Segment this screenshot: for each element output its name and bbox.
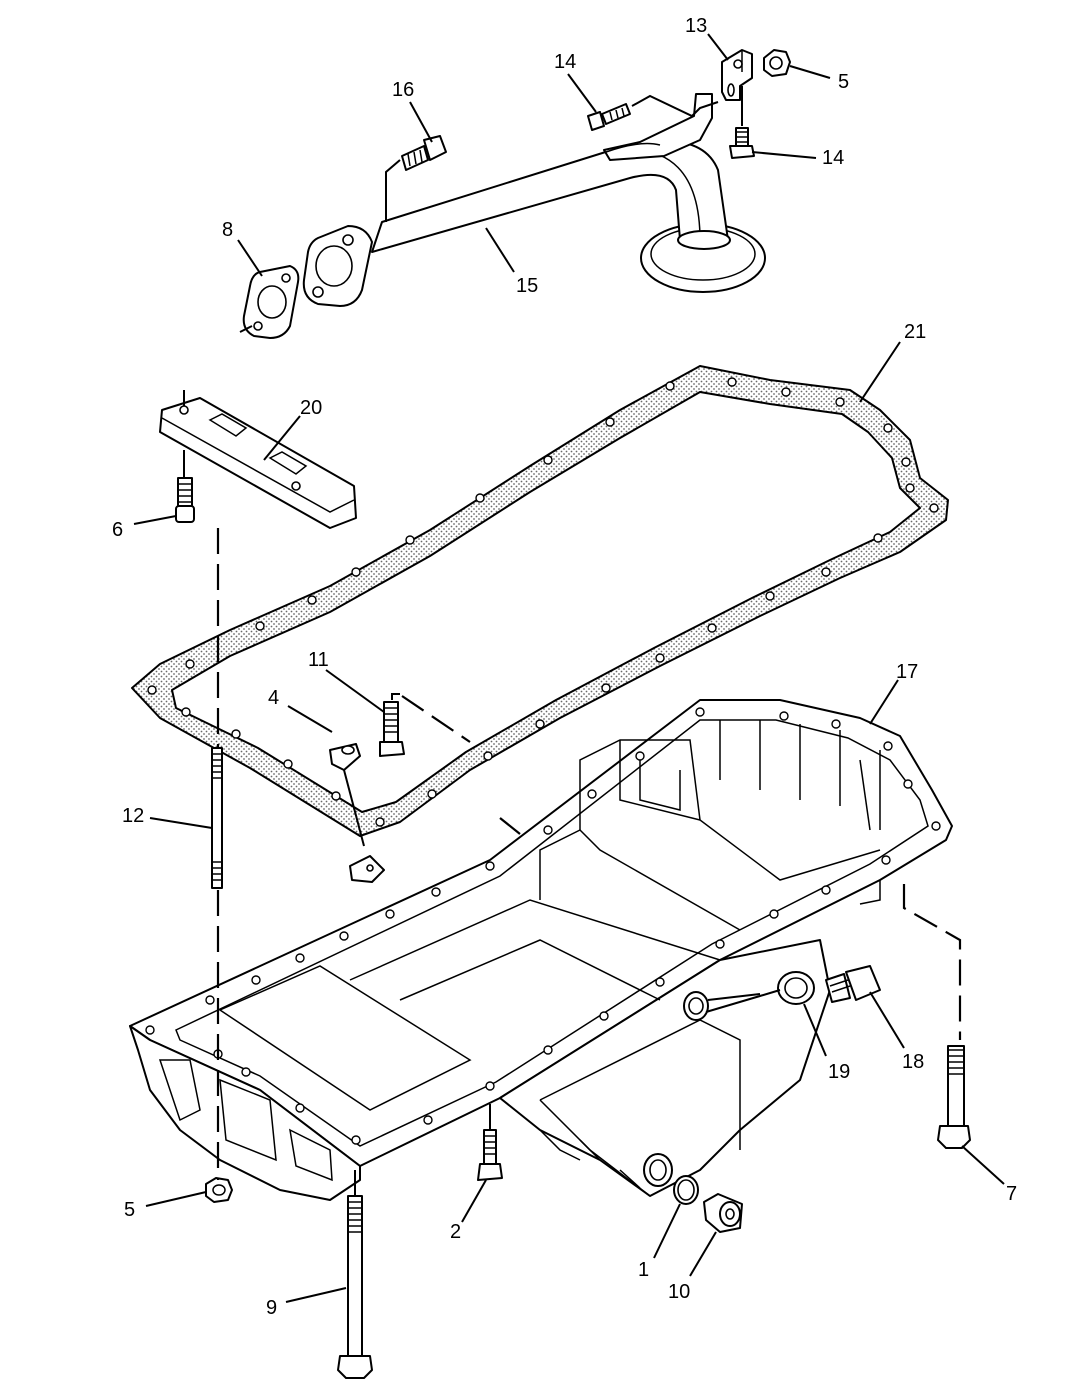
callout-5-lower: 5	[124, 1199, 135, 1221]
bolt-6	[175, 450, 195, 523]
callout-10: 10	[668, 1281, 690, 1303]
oil-pan-end-wall	[129, 1025, 361, 1201]
bolt-14-upper	[587, 94, 719, 131]
washer-19	[705, 971, 815, 1013]
flange-nut-top	[763, 49, 791, 77]
callout-labels: 13 14 5 16 14 8 15 21 20 6 11 17 4 12 19…	[112, 15, 1017, 1319]
callout-5-upper: 5	[838, 71, 849, 93]
tube-flange-gasket	[239, 265, 300, 339]
callout-12: 12	[122, 805, 144, 827]
bolt-2	[477, 1104, 503, 1181]
bolt-14-right	[729, 86, 755, 159]
stiffener-plate	[159, 390, 357, 529]
callout-17: 17	[896, 661, 918, 683]
callout-8: 8	[222, 219, 233, 241]
callout-4: 4	[268, 687, 279, 709]
mounting-bracket	[721, 49, 753, 101]
callout-9: 9	[266, 1297, 277, 1319]
callout-15: 15	[516, 275, 538, 297]
flange-nut-bottom	[205, 1177, 233, 1203]
suction-tube-assembly	[302, 93, 766, 307]
callout-16: 16	[392, 79, 414, 101]
callout-21: 21	[904, 321, 926, 343]
fitting-4	[329, 743, 385, 883]
callout-11: 11	[308, 649, 329, 671]
callout-20: 20	[300, 397, 322, 419]
bolt-7	[902, 884, 971, 1149]
tube-support-bracket	[603, 93, 713, 161]
oil-pan	[129, 699, 953, 1201]
callout-13: 13	[685, 15, 707, 37]
plug-18	[825, 965, 881, 1003]
callout-2: 2	[450, 1221, 461, 1243]
bolt-16	[385, 135, 447, 222]
bolt-9	[337, 1170, 373, 1379]
stud-12	[211, 747, 223, 889]
o-ring-1	[673, 1175, 699, 1205]
callout-14-upper: 14	[554, 51, 576, 73]
callout-1: 1	[638, 1259, 649, 1281]
callout-6: 6	[112, 519, 123, 541]
bolt-11	[379, 693, 521, 835]
callout-18: 18	[902, 1051, 924, 1073]
drain-plug-10	[703, 1193, 743, 1233]
callout-14-right: 14	[822, 147, 844, 169]
callout-7: 7	[1006, 1183, 1017, 1205]
callout-19: 19	[828, 1061, 850, 1083]
oil-pan-gasket	[131, 365, 949, 837]
callout-leaders	[133, 33, 1005, 1303]
